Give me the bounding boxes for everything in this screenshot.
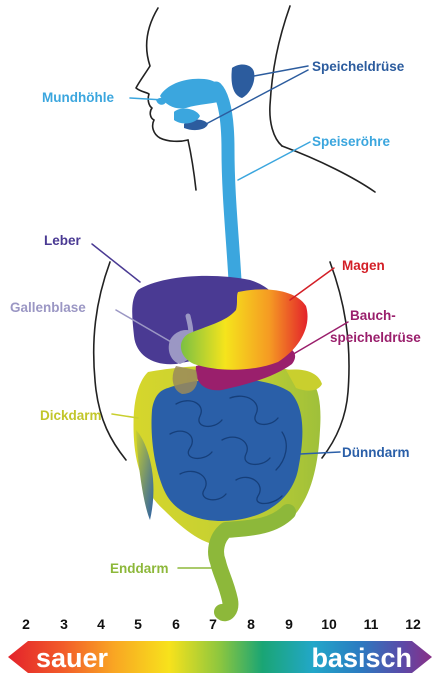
ph-gradient-arrow (8, 641, 432, 673)
ph-tick-label: 11 (364, 616, 379, 632)
ph-tick-label: 3 (60, 616, 68, 632)
parotid-gland (231, 64, 255, 98)
leader-bauchspeicheldruese (289, 321, 349, 357)
label-mundhoehle: Mundhöhle (42, 90, 114, 105)
neck-back-line (269, 5, 291, 147)
label-speiseroehre: Speiseröhre (312, 134, 391, 149)
neck-front-line (187, 139, 197, 191)
ph-tick-label: 2 (22, 616, 30, 632)
label-duenndarm: Dünndarm (342, 445, 410, 460)
leader-magen (289, 267, 335, 301)
rectum (208, 504, 296, 622)
label-gallenblase: Gallenblase (10, 300, 86, 315)
leader-gallenblase (115, 309, 179, 347)
ph-tick-label: 5 (134, 616, 142, 632)
esophagus (209, 81, 243, 307)
leader-lines (91, 65, 349, 569)
ph-left-label: sauer (36, 643, 109, 673)
stomach (180, 289, 308, 370)
duodenum (172, 366, 198, 394)
ph-tick-label: 6 (172, 616, 180, 632)
small-intestine (151, 378, 303, 521)
label-bauch-line2: speicheldrüse (330, 330, 421, 345)
leader-speicheldruese-2 (205, 69, 309, 125)
ph-tick-label: 8 (247, 616, 255, 632)
leader-speicheldruese-1 (253, 65, 309, 77)
ph-scale: 2 3 4 5 6 7 8 9 10 11 12 sauer basisch (8, 616, 432, 673)
label-speicheldruese: Speicheldrüse (312, 59, 405, 74)
leader-mundhoehle (129, 97, 165, 101)
ph-tick-label: 12 (405, 616, 421, 632)
ph-tick-label: 9 (285, 616, 293, 632)
label-bauch-line1: Bauch- (350, 308, 396, 323)
ph-tick-label: 7 (209, 616, 217, 632)
right-arm-line (321, 261, 350, 459)
leader-speiseroehre (237, 141, 311, 181)
ph-tick-label: 10 (321, 616, 337, 632)
leader-leber (91, 243, 141, 283)
salivary-glands (184, 64, 255, 131)
ph-right-label: basisch (311, 643, 412, 673)
left-arm-line (92, 261, 127, 461)
shoulder-line (281, 145, 376, 193)
ph-tick-label: 4 (97, 616, 105, 632)
label-magen: Magen (342, 258, 385, 273)
leader-duenndarm (299, 451, 341, 455)
head-outline (135, 7, 189, 143)
ph-tick-labels: 2 3 4 5 6 7 8 9 10 11 12 (22, 616, 421, 632)
label-dickdarm: Dickdarm (40, 408, 102, 423)
label-leber: Leber (44, 233, 82, 248)
leader-dickdarm (111, 413, 139, 419)
label-enddarm: Enddarm (110, 561, 169, 576)
